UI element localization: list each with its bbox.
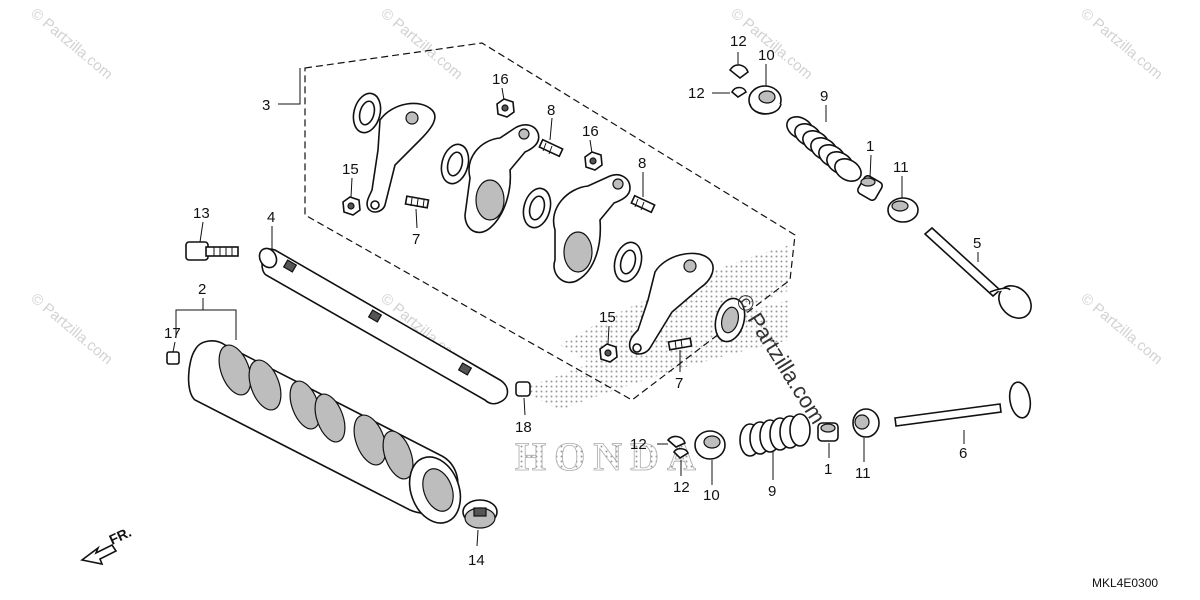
callout-10b: 10	[703, 487, 720, 504]
lock-nut	[599, 343, 618, 363]
callout-3: 3	[262, 97, 270, 114]
callout-11a: 11	[893, 159, 909, 176]
adjusting-screw	[667, 337, 693, 351]
callout-7a: 7	[412, 231, 420, 248]
callout-9b: 9	[768, 483, 776, 500]
spring-retainer	[748, 85, 782, 115]
callout-8a: 8	[547, 102, 555, 119]
plug	[462, 499, 498, 529]
front-label: FR.	[107, 524, 134, 548]
leader-14	[476, 529, 479, 547]
valve-spring	[739, 413, 811, 457]
callout-12a: 12	[730, 33, 747, 50]
callout-15a: 15	[342, 161, 359, 178]
adjusting-screw	[404, 195, 430, 209]
callout-6: 6	[959, 445, 967, 462]
diagram-code: MKL4E0300	[1092, 576, 1158, 590]
leader-8a	[549, 117, 553, 141]
front-arrow: FR.	[80, 524, 134, 566]
callout-8b: 8	[638, 155, 646, 172]
callout-7b: 7	[675, 375, 683, 392]
leader-16a	[501, 87, 505, 101]
callout-5: 5	[973, 235, 981, 252]
watermark-text: © Partzilla.com	[27, 5, 115, 83]
spring-seat	[852, 408, 880, 438]
watermark-text: © Partzilla.com	[1077, 5, 1165, 83]
callout-13: 13	[193, 205, 210, 222]
rocker-arm	[628, 252, 714, 355]
callout-18: 18	[515, 419, 532, 436]
watermark-text: © Partzilla.com	[377, 5, 465, 83]
valve-cotter	[728, 64, 749, 98]
callout-12c: 12	[630, 436, 647, 453]
adjusting-screw	[630, 194, 656, 214]
callout-17: 17	[164, 325, 181, 342]
watermark-text: © Partzilla.com	[27, 290, 115, 368]
washer	[714, 297, 746, 343]
rocker-assembly-boundary	[304, 42, 796, 401]
callout-1b: 1	[824, 461, 832, 478]
rocker-shaft	[258, 247, 509, 405]
leader-1a	[869, 154, 872, 179]
callout-15b: 15	[599, 309, 616, 326]
lock-nut	[584, 151, 603, 171]
callouts: 3 16 8 16 8 15 7 13 4 2 17 15 7 18 14 12…	[164, 33, 981, 569]
callout-2: 2	[198, 281, 206, 298]
watermark-text: © Partzilla.com	[1077, 290, 1165, 368]
callout-4: 4	[267, 209, 275, 226]
rocker-arm	[552, 173, 631, 284]
callout-11b: 11	[855, 465, 871, 482]
lock-nut	[496, 98, 515, 118]
callout-9a: 9	[820, 88, 828, 105]
washer	[613, 241, 643, 283]
bolt	[185, 241, 239, 261]
valve-seal	[857, 175, 883, 201]
leader-15a	[350, 177, 353, 198]
callout-12b: 12	[688, 85, 705, 102]
spring-seat	[887, 197, 919, 223]
leader-15b	[607, 325, 610, 345]
valve	[894, 381, 1032, 427]
washer	[352, 92, 382, 134]
callout-14: 14	[468, 552, 485, 569]
valve-cotter	[666, 435, 689, 460]
callout-12d: 12	[673, 479, 690, 496]
collar-pin	[515, 381, 531, 397]
callout-10a: 10	[758, 47, 775, 64]
leader-17	[172, 341, 176, 353]
washer	[522, 187, 552, 229]
washer	[440, 143, 470, 185]
callout-16a: 16	[492, 71, 509, 88]
honda-logo-text: HONDA	[515, 434, 704, 479]
spring-retainer	[694, 430, 726, 460]
camshaft	[187, 340, 462, 524]
leader-16b	[589, 139, 593, 154]
valve	[923, 226, 1032, 319]
leader-7a	[415, 208, 418, 229]
valve-spring	[786, 116, 862, 182]
callout-1a: 1	[866, 138, 874, 155]
leader-13	[199, 221, 204, 243]
dowel-pin	[166, 351, 180, 365]
leader-2	[175, 309, 237, 340]
rocker-arm	[366, 102, 436, 213]
leader-18	[523, 397, 526, 416]
adjusting-screw	[538, 138, 564, 158]
callout-16b: 16	[582, 123, 599, 140]
lock-nut	[342, 196, 361, 216]
valve-seal	[817, 422, 839, 442]
leader-3	[278, 68, 301, 105]
rocker-arm	[464, 124, 540, 234]
